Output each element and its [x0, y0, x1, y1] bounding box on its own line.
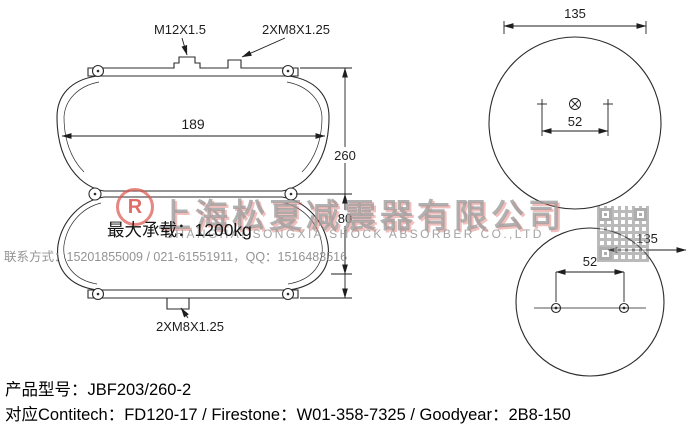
lower-bellow-inner-left	[63, 202, 102, 285]
bead-ring-centers	[93, 69, 293, 296]
front-view	[56, 56, 330, 310]
dim-width-label: 189	[181, 116, 205, 132]
thread-label-m8-top: 2XM8X1.25	[262, 22, 330, 37]
qr-eye-icon	[599, 208, 612, 221]
bottom-view-holes-label: 52	[583, 254, 597, 269]
bottom-plate	[87, 289, 299, 299]
cross-reference-line: 对应Contitech：FD120-17 / Firestone：W01-358…	[5, 406, 571, 424]
brand-logo-icon: R	[116, 188, 154, 226]
upper-bellow-inner-left	[63, 81, 100, 173]
top-view-holes-label: 52	[568, 114, 582, 129]
top-view	[488, 36, 662, 210]
lower-bellow-inner-right	[284, 202, 323, 285]
dim-height-total-label: 260	[334, 148, 356, 163]
leader-m8-top	[241, 37, 286, 58]
bottom-boss	[166, 298, 190, 310]
leader-m8-bottom	[180, 307, 189, 319]
top-view-labels: 135 52	[564, 6, 586, 129]
watermark-company-name-cn: 上海松夏减震器有限公司	[158, 197, 565, 234]
contact-info-text: 联系方式：15201855009 / 021-61551911，QQ：15164…	[4, 250, 348, 264]
center-port-icon	[569, 98, 581, 110]
qr-eye-icon	[634, 208, 647, 221]
qr-eye-icon	[599, 247, 612, 260]
front-view-labels: M12X1.5 2XM8X1.25 2XM8X1.25 189 260 80	[154, 22, 360, 334]
thread-label-m8-bottom: 2XM8X1.25	[156, 319, 224, 334]
top-view-outline	[488, 36, 662, 210]
upper-bellow-outline	[56, 75, 330, 192]
thread-label-m12: M12X1.5	[154, 22, 206, 37]
watermark-company-name-en: SHANGHAI SONGXIA SHOCK ABSORBER CO.,LTD	[165, 227, 544, 241]
qr-code	[597, 206, 649, 262]
top-view-dimensions	[503, 21, 647, 136]
dim-height-lower-label: 80	[338, 211, 352, 226]
top-plate	[87, 56, 299, 77]
leader-m12	[181, 37, 188, 56]
upper-bellow-inner-right	[286, 81, 323, 173]
max-load-text: 最大承载：1200kg	[107, 220, 252, 240]
product-model-line: 产品型号：JBF203/260-2	[5, 381, 192, 399]
top-view-diameter-label: 135	[564, 6, 586, 21]
front-view-dimensions	[61, 37, 352, 319]
bottom-view-outline	[515, 227, 665, 377]
